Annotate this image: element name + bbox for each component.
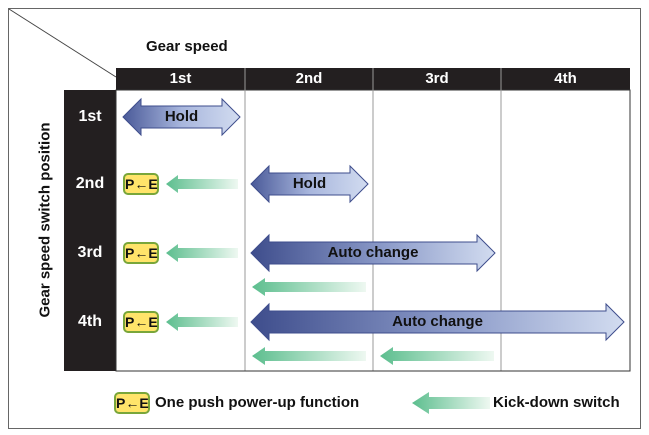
kickdown-arrow-icon bbox=[380, 347, 494, 365]
row-label-4th: 4th bbox=[78, 313, 102, 330]
auto-change-arrow-4th bbox=[250, 302, 625, 342]
auto-change-label-4th: Auto change bbox=[392, 313, 483, 330]
power-up-badge: P←E bbox=[123, 242, 159, 264]
hold-label-2nd: Hold bbox=[292, 175, 327, 192]
kickdown-arrow-icon bbox=[166, 175, 238, 193]
column-header-1st: 1st bbox=[169, 70, 192, 87]
legend-power-up-text: One push power-up function bbox=[155, 394, 360, 411]
hold-label-1st: Hold bbox=[164, 108, 199, 125]
auto-change-arrow-3rd bbox=[250, 233, 496, 273]
corner-diagonal bbox=[8, 8, 117, 78]
power-up-badge: P←E bbox=[123, 311, 159, 333]
legend-power-up-badge: P←E bbox=[114, 392, 150, 414]
power-up-badge: P←E bbox=[123, 173, 159, 195]
column-header-3rd: 3rd bbox=[425, 70, 449, 87]
legend-kickdown-text: Kick-down switch bbox=[493, 394, 620, 411]
row-label-1st: 1st bbox=[78, 108, 102, 125]
kickdown-arrow-icon bbox=[252, 278, 366, 296]
row-header-bar bbox=[64, 90, 116, 371]
column-header-4th: 4th bbox=[554, 70, 577, 87]
hold-arrow-1st bbox=[122, 97, 241, 137]
row-axis-title: Gear speed switch position bbox=[36, 122, 54, 318]
hold-arrow-2nd bbox=[250, 164, 369, 204]
outer-border bbox=[8, 8, 641, 429]
auto-change-label-3rd: Auto change bbox=[327, 244, 419, 261]
legend-kickdown-arrow-icon bbox=[412, 392, 490, 414]
kickdown-arrow-icon bbox=[252, 347, 366, 365]
kickdown-arrow-icon bbox=[166, 313, 238, 331]
row-label-2nd: 2nd bbox=[75, 175, 105, 192]
column-axis-title: Gear speed bbox=[146, 38, 228, 55]
kickdown-arrow-icon bbox=[166, 244, 238, 262]
column-header-2nd: 2nd bbox=[295, 70, 323, 87]
row-label-3rd: 3rd bbox=[77, 244, 103, 261]
